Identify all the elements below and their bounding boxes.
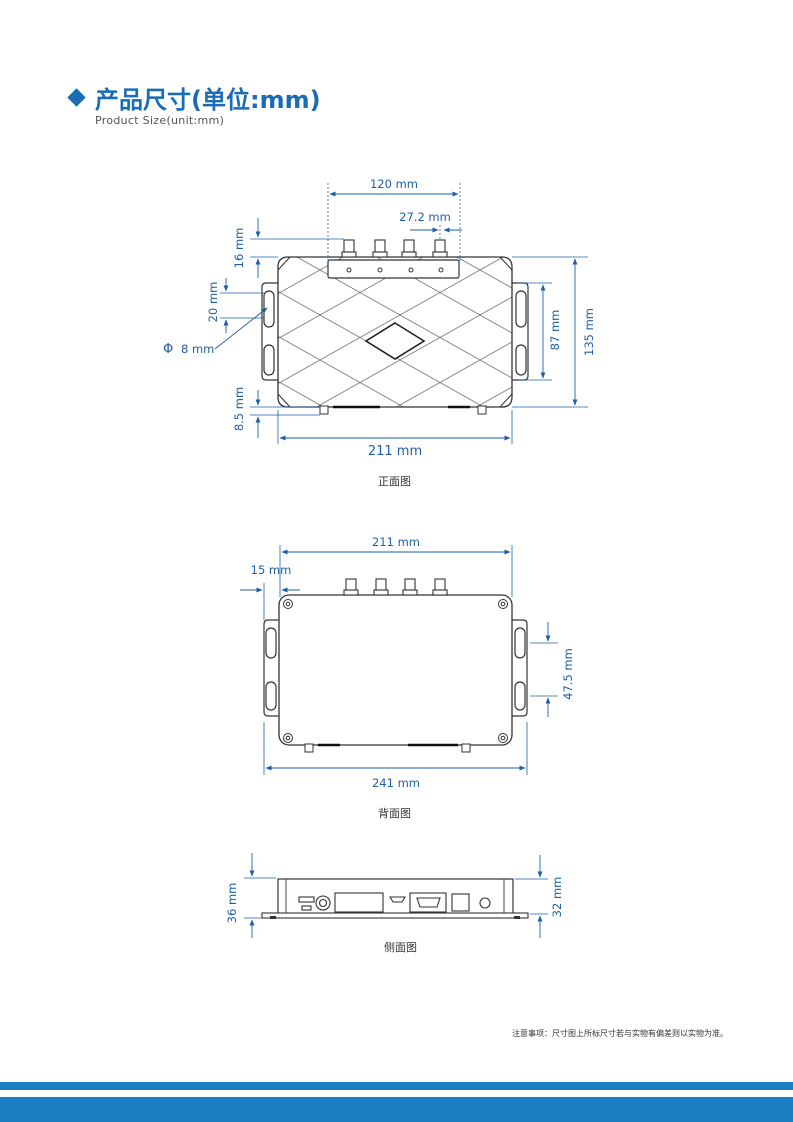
side-view-caption: 侧面图	[384, 941, 417, 954]
dim-211-front: 211 mm	[368, 444, 422, 459]
front-view-caption: 正面图	[378, 475, 411, 488]
dim-15: 15 mm	[251, 563, 292, 577]
dim-27-2: 27.2 mm	[399, 210, 451, 224]
dim-120: 120 mm	[370, 177, 418, 191]
dim-211-back: 211 mm	[372, 535, 420, 549]
dim-135: 135 mm	[582, 308, 596, 356]
dim-47-5: 47.5 mm	[561, 648, 575, 700]
dimension-labels: 120 mm 27.2 mm 16 mm 20 mm Φ 8 mm 8.5 mm…	[163, 177, 596, 923]
dim-87: 87 mm	[548, 310, 562, 351]
back-view-caption: 背面图	[378, 807, 411, 820]
footer-note: 注意事项：尺寸图上所标尺寸若与实物有偏差则以实物为准。	[512, 1029, 728, 1038]
dim-32: 32 mm	[550, 877, 564, 918]
side-view-drawing	[244, 853, 548, 938]
page-subtitle: Product Size(unit:mm)	[95, 114, 225, 127]
dim-8-5: 8.5 mm	[232, 387, 246, 431]
front-view-drawing	[214, 183, 588, 444]
footer-band-top	[0, 1082, 793, 1090]
dim-20: 20 mm	[206, 282, 220, 323]
page-title: 产品尺寸(单位:mm)	[66, 80, 321, 114]
dim-8: 8 mm	[181, 342, 214, 356]
dim-241: 241 mm	[372, 776, 420, 790]
title-text: 产品尺寸(单位:mm)	[95, 85, 321, 114]
phi-symbol: Φ	[163, 342, 173, 357]
dim-16: 16 mm	[232, 228, 246, 269]
footer-band-bottom	[0, 1097, 793, 1122]
dim-36: 36 mm	[225, 883, 239, 924]
back-view-drawing	[240, 545, 558, 775]
